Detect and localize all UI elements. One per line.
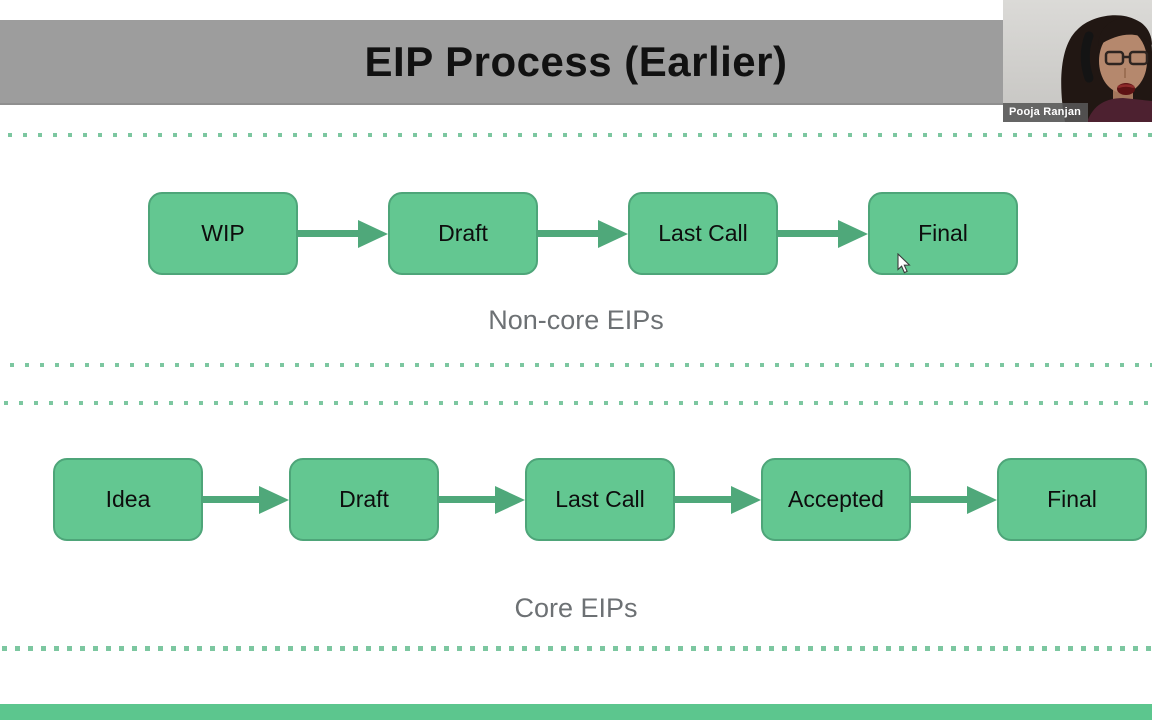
dotted-separator [8, 133, 1152, 137]
flow-arrow-icon [778, 219, 868, 248]
flow-box-last-call: Last Call [525, 458, 675, 541]
flow-box-accepted: Accepted [761, 458, 911, 541]
flow-row-non-core: WIP Draft Last Call Final [148, 192, 1018, 275]
flow-box-wip: WIP [148, 192, 298, 275]
dotted-separator [10, 363, 1152, 367]
flow-arrow-icon [439, 485, 525, 514]
flow-box-final: Final [868, 192, 1018, 275]
flow-box-idea: Idea [53, 458, 203, 541]
bottom-accent-bar [0, 704, 1152, 720]
slide-title-bar: EIP Process (Earlier) [0, 20, 1152, 105]
mouse-pointer-icon [897, 253, 911, 274]
flow-row-label: Core EIPs [514, 593, 638, 623]
flow-box-final: Final [997, 458, 1147, 541]
flow-box-draft: Draft [388, 192, 538, 275]
flow-row-core: Idea Draft Last Call Accepted Final [53, 458, 1147, 541]
flow-arrow-icon [298, 219, 388, 248]
participant-portrait [1003, 0, 1152, 122]
flow-box-draft: Draft [289, 458, 439, 541]
flow-arrow-icon [203, 485, 289, 514]
dotted-separator [4, 401, 1152, 405]
flow-arrow-icon [911, 485, 997, 514]
webcam-video[interactable]: Pooja Ranjan [1003, 0, 1152, 122]
flow-arrow-icon [538, 219, 628, 248]
participant-name-badge: Pooja Ranjan [1003, 103, 1089, 122]
page-title: EIP Process (Earlier) [364, 37, 788, 85]
flow-arrow-icon [675, 485, 761, 514]
flow-row-label: Non-core EIPs [488, 305, 664, 335]
dotted-separator [2, 646, 1152, 651]
flow-box-last-call: Last Call [628, 192, 778, 275]
